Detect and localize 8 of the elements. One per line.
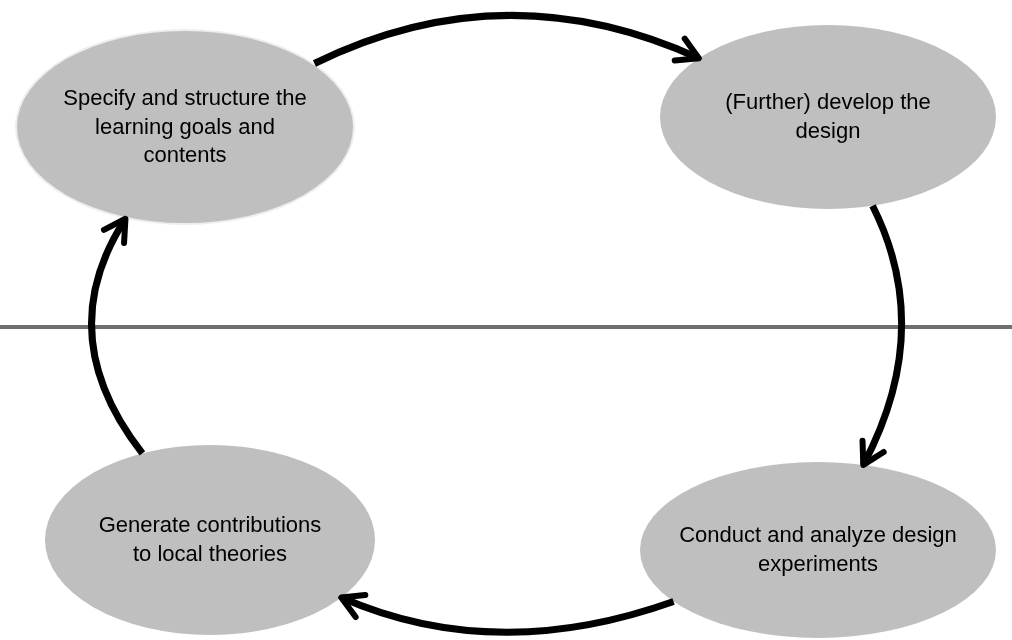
step-text: Generate contributions to local theories <box>97 511 323 568</box>
curved-arrow <box>88 215 146 456</box>
step-text: Conduct and analyze design experiments <box>678 521 958 578</box>
step-text: Specify and structure the learning goals and contents <box>62 84 308 170</box>
curved-arrow <box>858 204 905 468</box>
curved-arrow <box>338 591 675 636</box>
step-text: (Further) develop the design <box>724 88 932 145</box>
curved-arrow <box>313 12 702 67</box>
